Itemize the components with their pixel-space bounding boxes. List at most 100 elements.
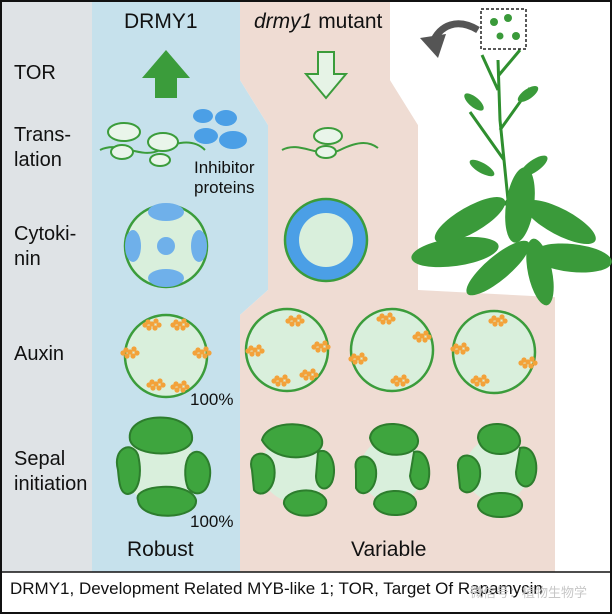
sepal-mutant-1 <box>250 423 336 517</box>
auxin-focus-dot <box>362 356 368 362</box>
inhibitor-protein <box>219 131 247 149</box>
auxin-focus-dot <box>255 351 261 357</box>
inhibitor-protein <box>194 128 218 144</box>
flower-bud <box>512 32 520 40</box>
auxin-focus-dot <box>146 325 152 331</box>
auxin-focus-dot <box>180 325 186 331</box>
auxin-focus-dot <box>153 381 159 387</box>
auxin-focus-dot <box>318 343 324 349</box>
auxin-focus-dot <box>383 315 389 321</box>
cytokinin-patch <box>148 269 184 287</box>
sepal-primordium <box>476 491 523 519</box>
row-label-translation-line2: lation <box>14 149 62 171</box>
auxin-focus-dot <box>252 347 258 353</box>
auxin-focus-dot <box>309 375 315 381</box>
tor-up-arrow <box>142 50 190 98</box>
auxin-focus-dot <box>153 318 159 324</box>
row-label-sepal-line1: Sepal <box>14 448 66 470</box>
sepal-primordium <box>260 423 324 459</box>
auxin-focus-dot <box>528 363 534 369</box>
auxin-focus-dot <box>404 378 410 384</box>
inhibitor-label-line1: Inhibitor <box>194 158 255 177</box>
auxin-focus-dot <box>499 314 505 320</box>
auxin-focus-dot <box>390 316 396 322</box>
auxin-focus-dot <box>285 318 291 324</box>
row-label-translation-line1: Trans- <box>14 124 72 146</box>
ribosome-small <box>110 144 134 160</box>
auxin-focus-dot <box>299 318 305 324</box>
rosette-leaf <box>466 240 530 296</box>
rosette-leaf <box>434 197 506 243</box>
auxin-focus-dot <box>502 318 508 324</box>
auxin-focus-dot <box>426 334 432 340</box>
auxin-focus-dot <box>522 363 528 369</box>
sepal-primordium <box>283 489 328 517</box>
auxin-focus-dot <box>292 317 298 323</box>
auxin-focus-dot <box>157 378 163 384</box>
auxin-focus-dot <box>390 378 396 384</box>
auxin-focus-dot <box>460 349 466 355</box>
cytokinin-patch <box>125 230 141 262</box>
sepal-percentage: 100% <box>190 512 234 531</box>
auxin-focus-dot <box>470 378 476 384</box>
auxin-focus-dot <box>181 380 187 386</box>
auxin-focus-dot <box>259 348 265 354</box>
auxin-focus-dot <box>120 350 126 356</box>
cytokinin-mutant <box>283 197 369 283</box>
cauline-leaf <box>464 93 484 111</box>
mrna-strand-mutant <box>281 142 379 154</box>
outcome-robust: Robust <box>127 538 194 561</box>
curved-pointer-arrowhead <box>420 34 446 58</box>
auxin-focus-dot <box>310 368 316 374</box>
auxin-focus-dot <box>322 340 328 346</box>
sepal-drmy1 <box>115 416 212 517</box>
auxin-focus-dot <box>192 350 198 356</box>
inhibitor-protein <box>193 109 213 123</box>
auxin-focus-dot <box>477 377 483 383</box>
auxin-focus-dot <box>295 321 301 327</box>
sepal-primordium <box>476 423 521 455</box>
cauline-leaf <box>517 85 539 103</box>
auxin-focus-dot <box>474 381 480 387</box>
auxin-focus-dot <box>196 353 202 359</box>
drmy1-column-header: DRMY1 <box>124 10 198 33</box>
auxin-focus-dot <box>355 355 361 361</box>
mutant-column-bg <box>240 2 555 572</box>
inhibitor-label-line2: proteins <box>194 178 255 197</box>
sepal-bud-center <box>360 438 424 502</box>
auxin-focus-dot <box>124 353 130 359</box>
row-label-tor: TOR <box>14 62 56 84</box>
auxin-focus-dot <box>313 372 319 378</box>
auxin-focus-dot <box>423 330 429 336</box>
sepal-primordium <box>115 446 141 496</box>
auxin-focus-dot <box>419 333 425 339</box>
auxin-focus-dot <box>146 382 152 388</box>
tor-down-arrow <box>303 51 349 100</box>
flower-bud <box>496 32 504 40</box>
auxin-focus-dot <box>532 360 538 366</box>
sepal-primordium <box>368 423 420 456</box>
auxin-focus-dot <box>282 374 288 380</box>
auxin-focus-dot <box>203 346 209 352</box>
auxin-focus-dot <box>397 377 403 383</box>
auxin-focus-dot <box>285 378 291 384</box>
auxin-focus-dot <box>160 382 166 388</box>
watermark-text: 微信号：植物生物学 <box>470 585 588 600</box>
auxin-focus-dot <box>152 325 158 331</box>
auxin-focus-dot <box>256 344 262 350</box>
rosette-leaf <box>524 199 596 245</box>
row-label-cytokinin-line2: nin <box>14 248 41 270</box>
auxin-focus-dot <box>149 321 155 327</box>
auxin-focus-dot <box>325 344 331 350</box>
auxin-focus-dot <box>495 317 501 323</box>
sepal-primordium <box>250 452 276 495</box>
auxin-focus-dot <box>488 318 494 324</box>
auxin-focus-dot <box>315 347 321 353</box>
auxin-focus-dot <box>518 360 524 366</box>
sepal-primordium <box>128 416 194 455</box>
auxin-focus-dot <box>202 353 208 359</box>
auxin-focus-dot <box>492 321 498 327</box>
ribosome-small <box>149 153 171 167</box>
auxin-focus-dot <box>352 359 358 365</box>
